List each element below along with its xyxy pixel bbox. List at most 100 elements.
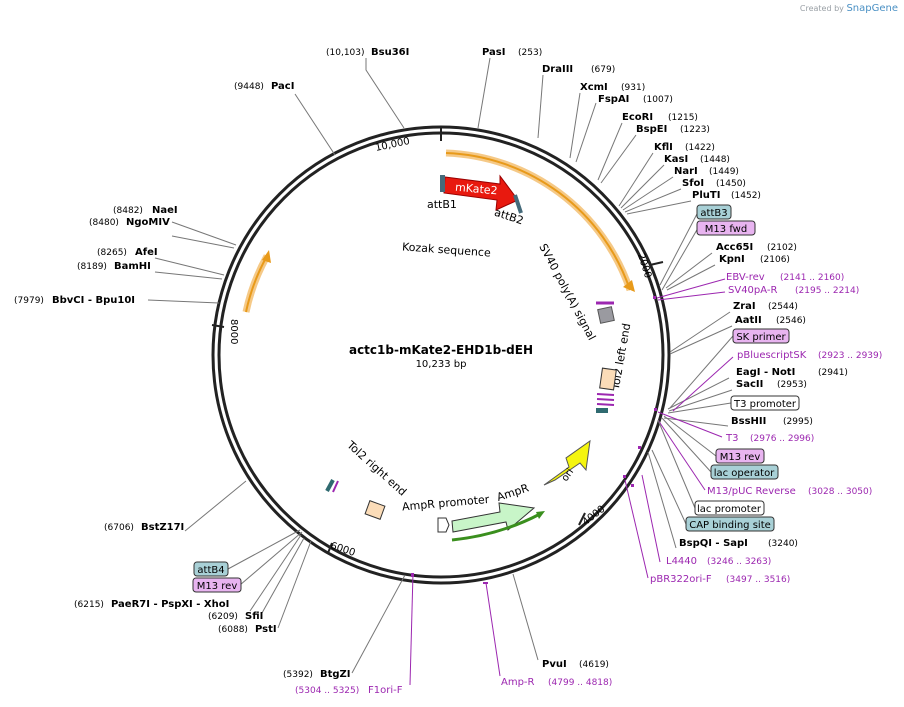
enzyme-pos-paci: (9448) (234, 82, 264, 92)
primer-name-t3: T3 (725, 433, 738, 444)
primer-pos-pbluescriptsk: (2923 .. 2939) (818, 351, 882, 361)
enzyme-pos-bspei: (1223) (680, 125, 710, 135)
box-sk-primer (732, 328, 790, 344)
enzyme-name-bsshii: BssHII (731, 416, 766, 427)
enzyme-pos-acc65i: (2102) (767, 243, 797, 253)
primer-pos-pbr322ori-f: (3497 .. 3516) (726, 575, 790, 585)
tick-label-2000: 2000 (635, 252, 653, 280)
primer-name-amp-r: Amp-R (501, 677, 535, 688)
enzyme-name-fspai: FspAI (598, 94, 629, 105)
orange-feature-arrowhead (623, 280, 635, 292)
enzyme-name-psti: PstI (255, 624, 277, 635)
primer-markers (411, 296, 657, 584)
credit-prefix: Created by (799, 4, 844, 13)
enzyme-name-sacii: SacII (736, 379, 763, 390)
enzyme-name-ngomiv: NgoMIV (126, 217, 170, 228)
kozak-label: Kozak sequence (402, 240, 492, 259)
orange-left-arrowhead (262, 250, 271, 263)
tol2-right-label: Tol2 right end (344, 438, 409, 499)
tol2-left-box (599, 367, 617, 391)
box-cap-binding-site (685, 516, 775, 532)
enzyme-pos-aatii: (2546) (776, 316, 806, 326)
box-label-lac-operator: lac operator (714, 468, 775, 479)
box-label-sk-primer: SK primer (736, 332, 786, 343)
ampr-label: AmpR (495, 481, 531, 504)
attb1-marker (440, 175, 445, 192)
enzyme-pos-ecori: (1215) (668, 113, 698, 123)
enzyme-name-kpni: KpnI (719, 254, 745, 265)
box-m13-rev-right (715, 448, 765, 464)
enzyme-pos-fspai: (1007) (643, 95, 673, 105)
enzyme-name-draiii: DraIII (542, 64, 573, 75)
enzyme-name-zrai: ZraI (733, 301, 756, 312)
enzyme-labels: (10,103) Bsu36I (9448) PacI PasI (253) D… (14, 47, 848, 680)
box-label-cap-binding-site: CAP binding site (689, 520, 771, 531)
enzyme-name-bspqi-sapi: BspQI - SapI (679, 538, 748, 549)
enzyme-leader-lines (147, 57, 733, 674)
enzyme-name-paci: PacI (271, 81, 294, 92)
box-label-m13-rev-left: M13 rev (197, 581, 238, 592)
enzyme-pos-btgzi: (5392) (283, 670, 313, 680)
enzyme-pos-kasi: (1448) (700, 155, 730, 165)
feature-boxes: attB3 M13 fwd SK primer T3 promoter M13 … (192, 204, 800, 593)
primer-name-sv40pa-r: SV40pA-R (728, 285, 777, 296)
primer-pos-f1ori-f: (5304 .. 5325) (295, 686, 359, 696)
box-lac-promoter (694, 500, 765, 516)
enzyme-pos-pluti: (1452) (731, 191, 761, 201)
enzyme-name-kasi: KasI (664, 154, 688, 165)
enzyme-pos-psti: (6088) (218, 625, 248, 635)
primer-pos-l4440: (3246 .. 3263) (707, 557, 771, 567)
enzyme-pos-kpni: (2106) (760, 255, 790, 265)
enzyme-name-sfii: SfiI (245, 611, 263, 622)
box-label-m13-rev-right: M13 rev (720, 452, 761, 463)
enzyme-name-afei: AfeI (135, 247, 158, 258)
enzyme-pos-zrai: (2544) (768, 302, 798, 312)
orange-feature-arc-inner (445, 152, 631, 291)
enzyme-pos-bbvci: (7979) (14, 296, 44, 306)
orange-left-arc (242, 254, 271, 313)
enzyme-pos-kfli: (1422) (685, 143, 715, 153)
box-lac-operator (710, 464, 779, 480)
enzyme-name-pvui: PvuI (542, 659, 567, 670)
box-t3-promoter (730, 395, 800, 411)
enzyme-name-sfoi: SfoI (682, 178, 704, 189)
enzyme-pos-xcmi: (931) (621, 83, 645, 93)
orange-feature-arc (445, 149, 634, 292)
enzyme-pos-ngomiv: (8480) (89, 218, 119, 228)
enzyme-name-paer7i: PaeR7I - PspXI - XhoI (111, 599, 229, 610)
sv40-label: SV40 poly(A) signal (536, 242, 598, 343)
enzyme-pos-bspqi-sapi: (3240) (768, 539, 798, 549)
primer-name-pbluescriptsk: pBluescriptSK (737, 350, 807, 361)
enzyme-pos-naei: (8482) (113, 206, 143, 216)
primer-pos-m13-puc-reverse: (3028 .. 3050) (808, 487, 872, 497)
primer-name-pbr322ori-f: pBR322ori-F (650, 574, 712, 585)
primer-pos-amp-r: (4799 .. 4818) (548, 678, 612, 688)
tol2-right-primer-mark (332, 480, 339, 493)
tick-label-8000: 8000 (228, 319, 239, 344)
enzyme-name-bbvci: BbvCI - Bpu10I (52, 295, 135, 306)
enzyme-pos-bstz17i: (6706) (104, 523, 134, 533)
enzyme-name-pluti: PluTI (692, 190, 720, 201)
enzyme-pos-bsshii: (2995) (783, 417, 813, 427)
enzyme-name-naei: NaeI (152, 205, 178, 216)
box-label-lac-promoter: lac promoter (697, 504, 762, 515)
mkate2-feature (443, 174, 519, 211)
ampr-promoter-feature (437, 517, 450, 533)
enzyme-pos-draiii: (679) (591, 65, 615, 75)
plasmid-length: 10,233 bp (416, 359, 467, 370)
box-label-attb3: attB3 (700, 208, 727, 219)
box-label-t3-promoter: T3 promoter (733, 399, 797, 410)
tick-marks (211, 261, 664, 554)
primer-name-ebv-rev: EBV-rev (726, 272, 765, 283)
attb1-label: attB1 (427, 198, 457, 211)
enzyme-name-nari: NarI (674, 166, 698, 177)
box-label-m13-fwd: M13 fwd (705, 224, 747, 235)
enzyme-pos-sfii: (6209) (208, 612, 238, 622)
primer-name-l4440: L4440 (666, 556, 697, 567)
box-m13-fwd (696, 220, 756, 236)
enzyme-name-bsu36i: Bsu36I (371, 47, 409, 58)
enzyme-name-pasi: PasI (482, 47, 505, 58)
enzyme-pos-sfoi: (1450) (716, 179, 746, 189)
enzyme-pos-afei: (8265) (97, 248, 127, 258)
